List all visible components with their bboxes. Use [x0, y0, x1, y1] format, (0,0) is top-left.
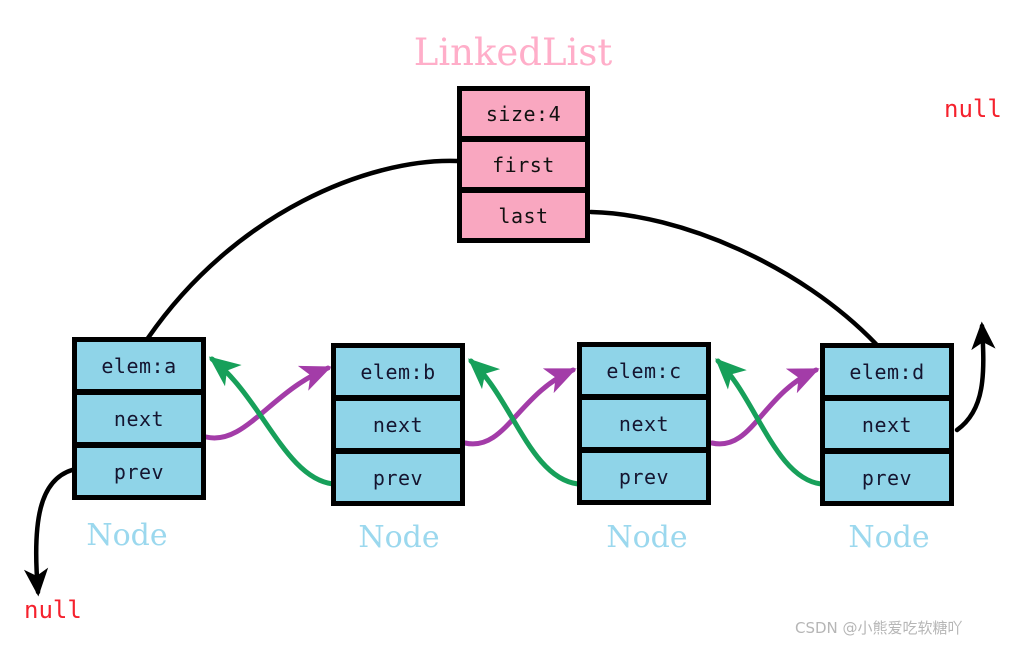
null-label-tail: null: [944, 95, 1002, 123]
node-c-field-prev: prev: [582, 453, 706, 500]
csdn-watermark: CSDN @小熊爱吃软糖吖: [795, 619, 963, 637]
node-box-d: elem:d next prev: [820, 343, 954, 506]
node-c-field-elem: elem:c: [582, 347, 706, 394]
pointer-next-a-to-b: [203, 365, 332, 441]
linkedlist-field-last: last: [462, 193, 585, 238]
node-d-field-elem: elem:d: [825, 348, 949, 395]
node-box-c: elem:c next prev: [577, 342, 711, 505]
node-a-field-next: next: [77, 395, 201, 442]
linkedlist-field-first: first: [462, 142, 585, 187]
pointer-next-c-to-d: [709, 367, 820, 447]
linkedlist-struct-box: size:4 first last: [457, 86, 590, 243]
pointer-last-line: [588, 209, 879, 347]
node-d-field-next: next: [825, 401, 949, 448]
linkedlist-field-size: size:4: [462, 91, 585, 136]
node-b-field-next: next: [336, 401, 460, 448]
null-label-head: null: [24, 596, 82, 624]
pointer-next-d-null: [954, 321, 996, 433]
node-d-field-prev: prev: [825, 454, 949, 501]
pointer-first-line: [145, 158, 460, 341]
node-c-field-next: next: [582, 400, 706, 447]
node-a-field-prev: prev: [77, 448, 201, 495]
node-d-label: Node: [848, 520, 930, 555]
node-a-field-elem: elem:a: [77, 342, 201, 389]
pointer-prev-c-to-b: [468, 358, 581, 487]
node-b-field-prev: prev: [336, 454, 460, 501]
pointer-prev-b-to-a: [208, 356, 336, 487]
pointer-prev-d-to-c: [715, 358, 824, 487]
node-b-field-elem: elem:b: [336, 348, 460, 395]
linkedlist-title: LinkedList: [413, 31, 613, 74]
pointer-next-b-to-c: [462, 367, 577, 447]
node-b-label: Node: [358, 520, 440, 555]
node-box-a: elem:a next prev: [72, 337, 206, 500]
node-c-label: Node: [606, 520, 688, 555]
node-a-label: Node: [86, 518, 168, 553]
node-box-b: elem:b next prev: [331, 343, 465, 506]
